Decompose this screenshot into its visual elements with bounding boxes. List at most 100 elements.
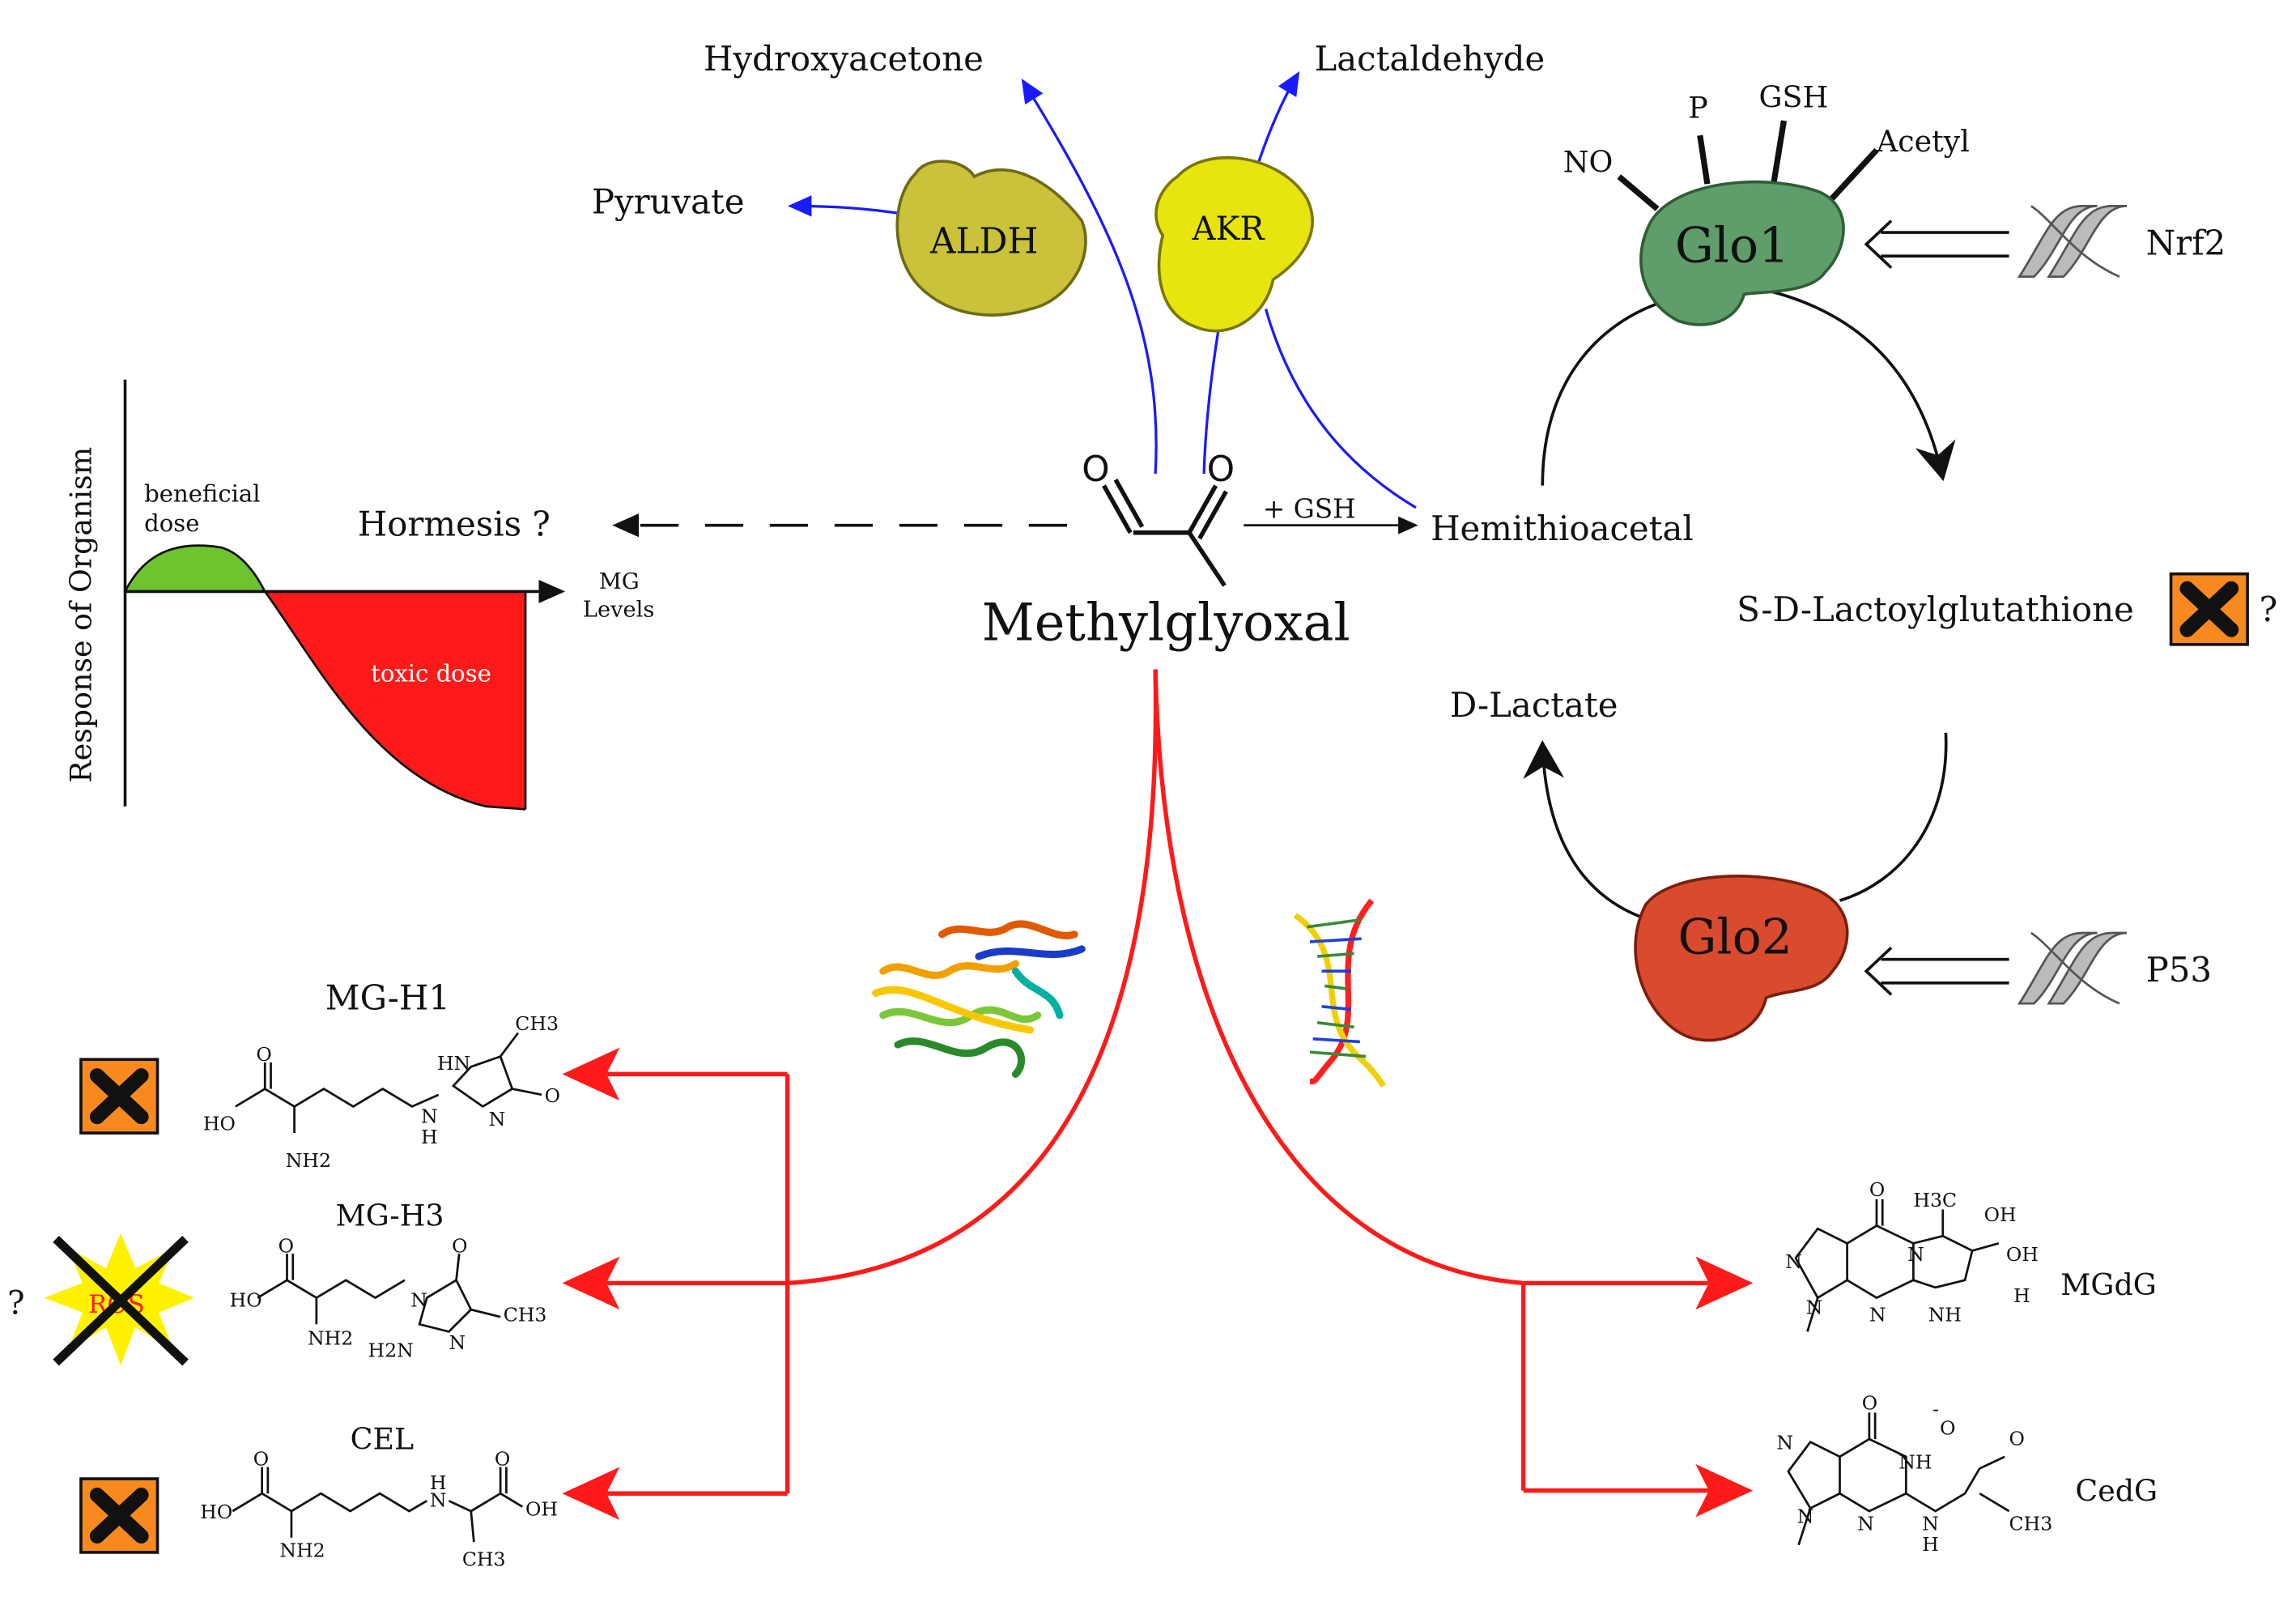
mgdg-label: MGdG bbox=[2060, 1267, 2157, 1302]
atom-label: NH bbox=[1928, 1304, 1962, 1326]
atom-label: HN bbox=[437, 1052, 470, 1075]
atom-label: H bbox=[421, 1126, 438, 1148]
glyoxalase-cycle-arrows bbox=[1523, 285, 1956, 922]
atom-label: H2N bbox=[368, 1339, 414, 1361]
atom-label: NH2 bbox=[286, 1149, 331, 1172]
atom-label: N bbox=[1857, 1513, 1874, 1535]
glo1-enzyme: Glo1 bbox=[1617, 120, 1879, 326]
atom-label: O bbox=[545, 1084, 560, 1107]
cedg-structure bbox=[1787, 1412, 2010, 1546]
p-label: P bbox=[1688, 90, 1707, 125]
mgh3-atoms: O HO NH2 N O CH3 H2N N bbox=[230, 1234, 547, 1361]
atom-label: N bbox=[410, 1289, 427, 1312]
mgdg-structure bbox=[1794, 1199, 2000, 1332]
dna-double-helix-icon bbox=[1293, 898, 1386, 1088]
mgh3-structure bbox=[257, 1253, 501, 1333]
atom-label: N bbox=[1806, 1297, 1823, 1319]
hormesis-curve bbox=[123, 379, 566, 811]
atom-label: N bbox=[421, 1105, 438, 1127]
p53-label: P53 bbox=[2146, 950, 2212, 990]
mgh1-structure bbox=[235, 1032, 542, 1134]
atom-label: N bbox=[1907, 1243, 1924, 1266]
dna-strand-icon bbox=[2017, 931, 2128, 1005]
atom-label: O bbox=[256, 1043, 271, 1066]
aldh-label: ALDH bbox=[929, 222, 1038, 262]
y-axis-label: Response of Organism bbox=[64, 447, 99, 783]
atom-label: H3C bbox=[1913, 1189, 1957, 1211]
nrf2-regulation: Nrf2 bbox=[1864, 205, 2226, 278]
acetyl-label: Acetyl bbox=[1876, 124, 1970, 159]
atom-label: NH2 bbox=[279, 1539, 325, 1561]
hemithioacetal-label: Hemithioacetal bbox=[1431, 509, 1694, 548]
no-label: NO bbox=[1563, 145, 1614, 180]
atom-label: H bbox=[1922, 1533, 1939, 1556]
atom-label: N bbox=[1922, 1513, 1939, 1535]
mgdg-atoms: N N O N N NH H3C OH OH H bbox=[1785, 1178, 2039, 1326]
atom-label: O bbox=[452, 1234, 467, 1257]
cel-label: CEL bbox=[351, 1422, 415, 1457]
cedg-atoms: N N O NH N N H - O O CH3 bbox=[1776, 1392, 2052, 1556]
atom-label: NH bbox=[1898, 1450, 1932, 1473]
x-axis-label-1: MG bbox=[599, 569, 640, 594]
mgh1-atoms: O HO NH2 N H HN N CH3 O bbox=[203, 1012, 560, 1172]
glo2-label: Glo2 bbox=[1678, 909, 1792, 965]
glo2-enzyme: Glo2 bbox=[1634, 875, 1849, 1042]
atom-label: HO bbox=[230, 1289, 262, 1312]
toxic-label: toxic dose bbox=[371, 659, 491, 687]
atom-label: O bbox=[278, 1234, 294, 1257]
atom-label: H bbox=[430, 1471, 447, 1494]
ros-question: ? bbox=[7, 1285, 24, 1322]
atom-label: OH bbox=[2006, 1243, 2039, 1266]
harmful-x-icon bbox=[2169, 572, 2249, 646]
lactoylglutathione-question: ? bbox=[2260, 590, 2277, 629]
oxygen-label-2: O bbox=[1207, 449, 1235, 490]
atom-label: CH3 bbox=[515, 1012, 559, 1035]
atom-label: CH3 bbox=[2009, 1513, 2053, 1535]
atom-label: N bbox=[430, 1489, 447, 1512]
atom-label: N bbox=[449, 1331, 466, 1354]
mgh1-label: MG-H1 bbox=[325, 977, 450, 1017]
cel-atoms: O HO NH2 N H O OH CH3 bbox=[200, 1448, 558, 1571]
atom-label: H bbox=[2013, 1284, 2030, 1307]
atom-label: CH3 bbox=[504, 1304, 547, 1326]
pyruvate-label: Pyruvate bbox=[592, 181, 745, 221]
atom-label: O bbox=[495, 1448, 510, 1471]
d-lactate-label: D-Lactate bbox=[1450, 685, 1618, 725]
atom-label: O bbox=[1940, 1417, 1955, 1440]
ros-star-icon: ROS bbox=[44, 1233, 194, 1366]
methylglyoxal-label: Methylglyoxal bbox=[982, 593, 1350, 653]
atom-label: N bbox=[1869, 1304, 1886, 1326]
harmful-x-icon bbox=[79, 1058, 159, 1135]
beneficial-label-2: dose bbox=[144, 509, 199, 537]
atom-label: HO bbox=[200, 1501, 232, 1523]
hydroxyacetone-label: Hydroxyacetone bbox=[704, 39, 984, 79]
atom-label: N bbox=[1785, 1250, 1802, 1273]
atom-label: N bbox=[489, 1108, 506, 1130]
akr-enzyme: AKR bbox=[1154, 155, 1314, 333]
red-adduct-arrows bbox=[562, 669, 1754, 1520]
atom-label: O bbox=[1869, 1178, 1885, 1201]
protein-ribbon-icon bbox=[872, 920, 1086, 1078]
x-axis-label-2: Levels bbox=[583, 597, 654, 622]
glo1-label: Glo1 bbox=[1675, 217, 1789, 274]
beneficial-label-1: beneficial bbox=[144, 480, 260, 508]
atom-label: HO bbox=[203, 1112, 236, 1135]
nrf2-label: Nrf2 bbox=[2146, 223, 2226, 262]
lactoylglutathione-label: S-D-Lactoylglutathione bbox=[1737, 590, 2134, 629]
atom-label: O bbox=[253, 1448, 269, 1471]
atom-label: OH bbox=[525, 1498, 558, 1521]
harmful-x-icon bbox=[79, 1477, 159, 1554]
atom-label: CH3 bbox=[462, 1548, 506, 1570]
atom-label: - bbox=[1932, 1398, 1939, 1420]
gsh-reaction-label: + GSH bbox=[1263, 494, 1356, 525]
gsh-label: GSH bbox=[1759, 80, 1829, 115]
cel-structure bbox=[232, 1467, 524, 1543]
atom-label: N bbox=[1797, 1505, 1814, 1528]
akr-label: AKR bbox=[1192, 211, 1266, 248]
atom-label: NH2 bbox=[308, 1327, 353, 1350]
blue-reaction-arrows bbox=[787, 71, 1417, 509]
p53-regulation: P53 bbox=[1864, 931, 2212, 1005]
hormesis-label: Hormesis ? bbox=[358, 504, 551, 543]
dna-strand-icon bbox=[2017, 205, 2128, 278]
